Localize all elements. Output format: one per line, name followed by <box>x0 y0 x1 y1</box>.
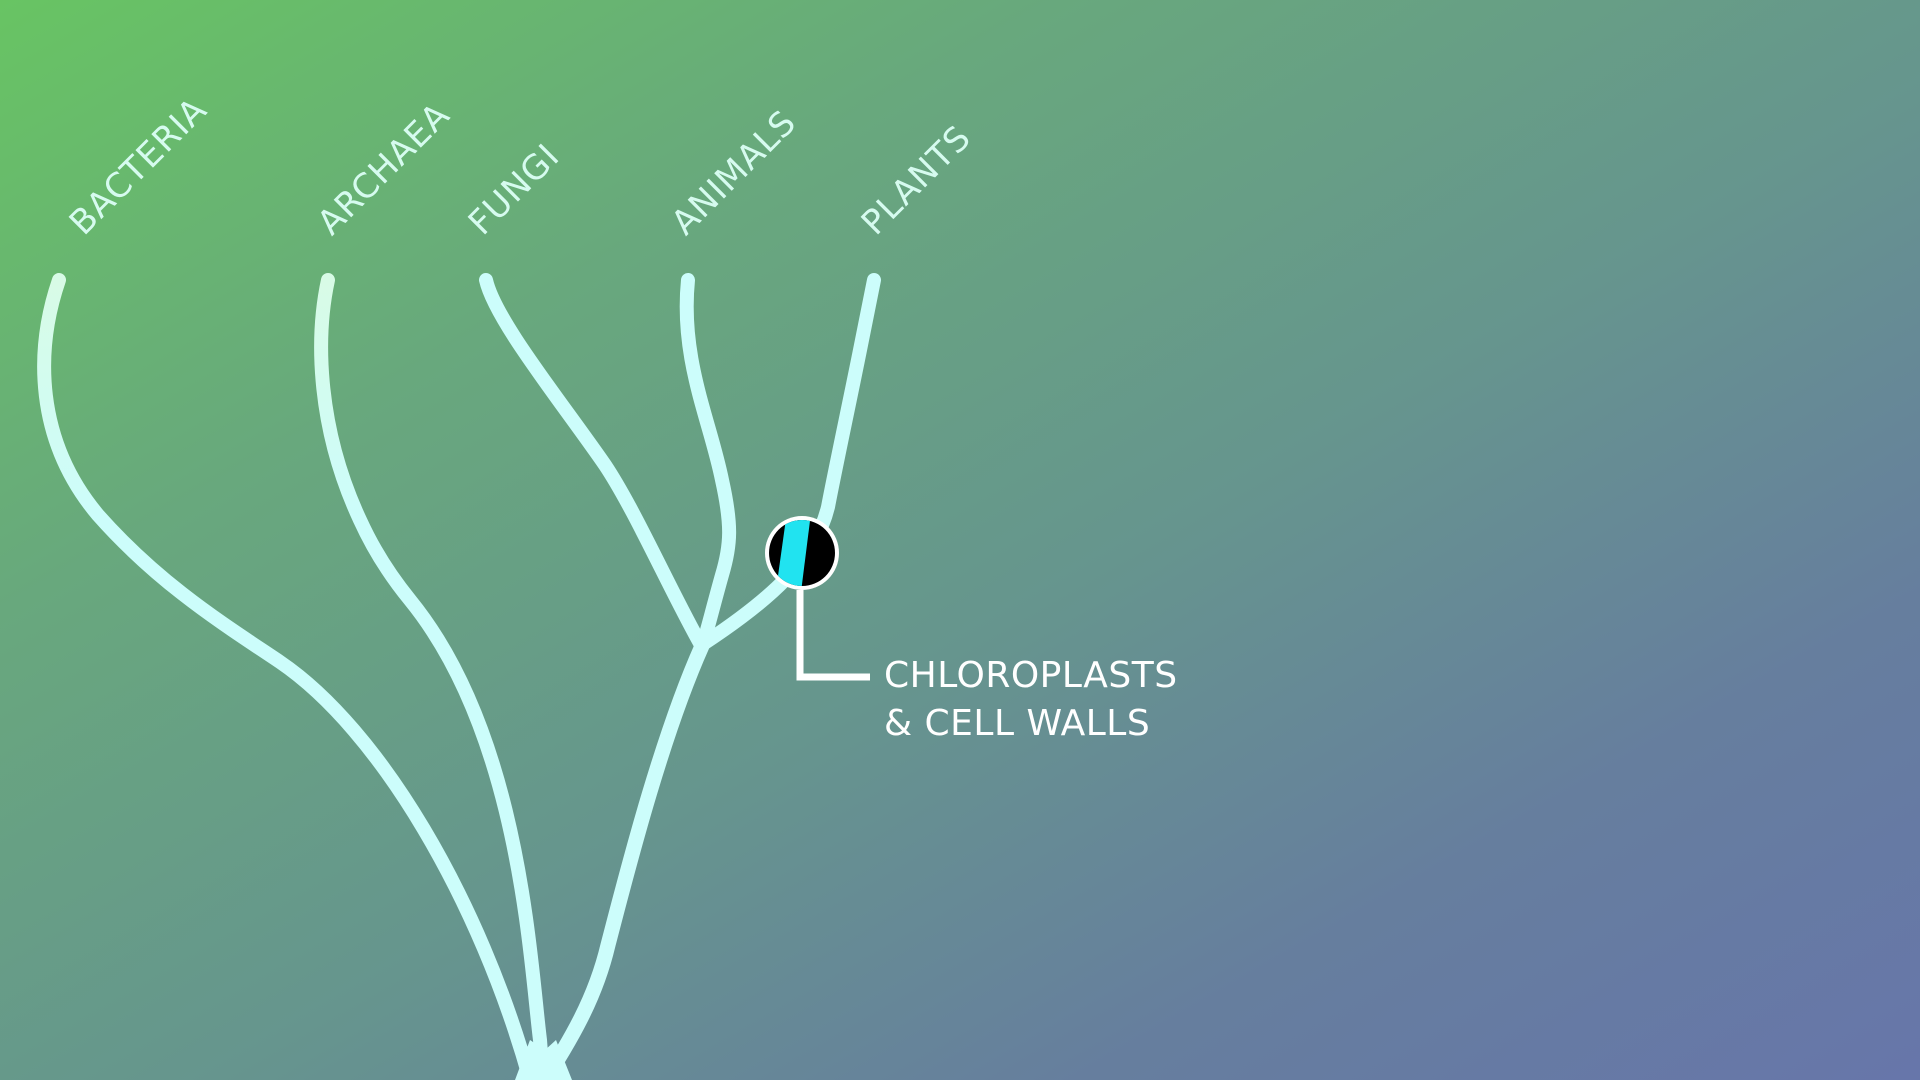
trait-annotation: CHLOROPLASTS & CELL WALLS <box>884 652 1178 748</box>
tree-root <box>515 1040 572 1080</box>
branch-fungi <box>479 273 708 652</box>
branch-trunk-eukaryotes <box>537 638 710 1080</box>
annotation-line-2: & CELL WALLS <box>884 703 1151 744</box>
trait-marker <box>765 516 839 590</box>
branch-archaea <box>314 273 550 1080</box>
branch-bacteria <box>37 273 537 1080</box>
callout-line <box>796 590 870 681</box>
branch-animals <box>679 273 737 651</box>
annotation-line-1: CHLOROPLASTS <box>884 655 1178 696</box>
branch-plants <box>696 273 881 651</box>
